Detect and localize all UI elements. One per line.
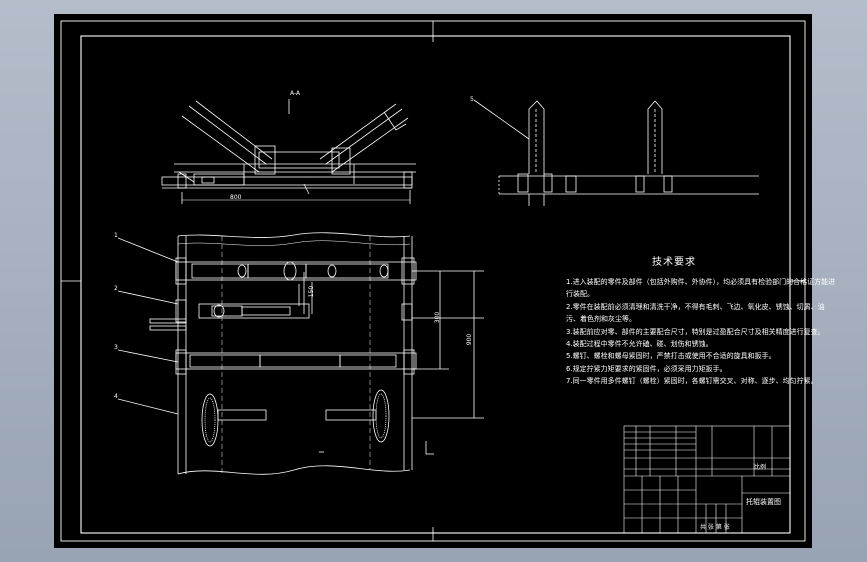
title-block-sheet: 共 张 第 张 [700,524,730,531]
part-number-2: 2 [114,285,118,292]
dimension-right-inner: 300 [434,311,442,324]
side-elevation [473,99,759,206]
tech-requirement-item: 2.零件在装配前必须清理和清洗干净，不得有毛刺、飞边、氧化皮、锈蚀、切屑、油污、… [566,302,825,324]
tech-requirement-item: 7.同一零件用多件螺钉（螺栓）紧固时，各螺钉需交叉、对称、逐步、均匀拧紧。 [566,377,818,386]
tech-requirement-item: 6.规定拧紧力矩要求的紧固件，必须采用力矩扳手。 [566,364,727,373]
part-number-1: 1 [114,232,118,239]
title-block-drawing-name: 托辊装置图 [746,498,781,506]
section-label: A-A [290,90,301,97]
dimension-small-vertical: 150 [308,285,316,298]
tech-requirement-item: 4.装配过程中零件不允许磕、碰、划伤和锈蚀。 [566,340,713,349]
tech-requirement-item: 5.螺钉、螺栓和螺母紧固时，严禁打击或使用不合适的旋具和扳手。 [566,352,776,361]
part-number-4: 4 [114,393,118,400]
plan-view [117,232,484,475]
part-number-3: 3 [114,344,118,351]
title-block-scale: 比例 [754,464,767,471]
part-number-5: 5 [470,96,474,103]
title-block [623,425,791,534]
inner-border [80,35,791,534]
tech-requirement-item: 1.进入装配的零件及部件（包括外购件、外协件），均必须具有检验部门的合格证方能进… [566,278,836,299]
troughing-idler-section [161,99,416,204]
tech-requirements-list: 1.进入装配的零件及部件（包括外购件、外协件），均必须具有检验部门的合格证方能进… [566,276,836,388]
drawing-sheet: A-A 800 1 2 3 4 5 300 900 150 技术要求 1.进入装… [54,14,835,548]
cad-drawing [60,20,806,542]
tech-requirement-item: 3.装配前应对零、部件的主要配合尺寸，特别是过盈配合尺寸及相关精度进行复查。 [566,327,825,336]
dimension-top-width: 800 [230,194,242,201]
dimension-right-outer: 900 [466,333,474,346]
tech-requirements-title: 技术要求 [652,257,696,268]
